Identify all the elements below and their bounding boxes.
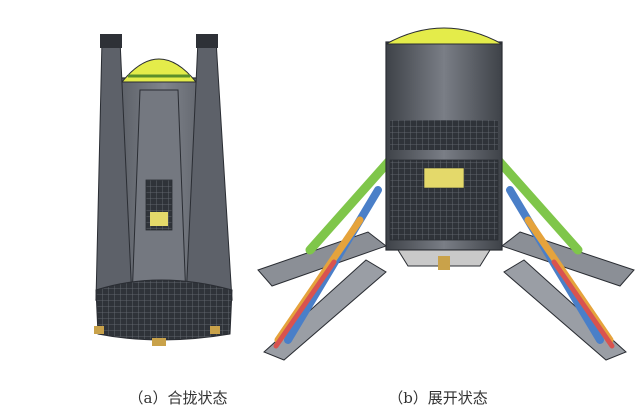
- caption-stowed: （a）合拢状态: [128, 389, 228, 407]
- footpad-right-rear: [500, 231, 635, 287]
- stowed-skirt: [95, 279, 233, 341]
- deployed-dome: [385, 27, 503, 45]
- stowed-lander-illustration: [94, 34, 233, 346]
- leg-right-upper: [493, 155, 583, 255]
- caption-deployed: （b）展开状态: [388, 389, 488, 407]
- figure-panel-stowed: [94, 34, 233, 346]
- figure-panel-deployed: [248, 0, 640, 420]
- leg-left-upper: [305, 155, 395, 255]
- deployed-lander-illustration: [257, 27, 635, 361]
- stowed-dome: [120, 58, 198, 83]
